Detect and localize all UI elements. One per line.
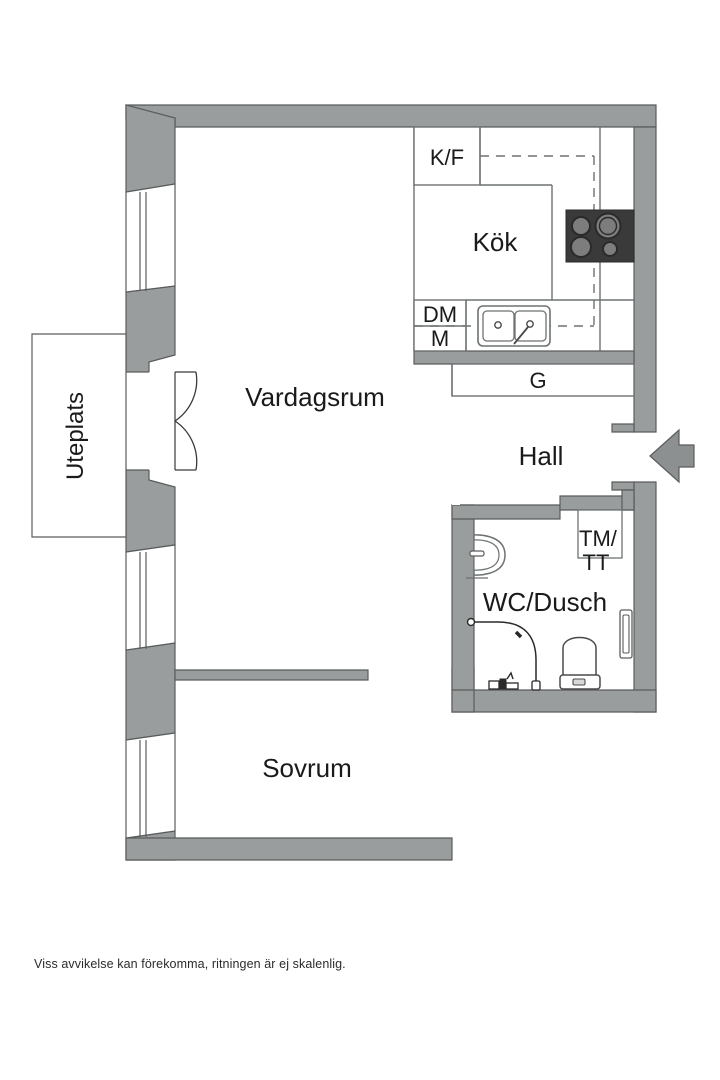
window-living-room-lower: [125, 544, 176, 651]
floor-drain-pipe: [506, 671, 514, 680]
burner-small-lower-right: [602, 241, 618, 257]
room-label-kok: Kök: [473, 227, 519, 257]
shower-rail-anchor: [466, 617, 476, 627]
washbasin-bowl-inner: [473, 539, 500, 571]
towel-rail-inner: [622, 614, 630, 654]
wall-bottom: [125, 837, 453, 861]
sink-faucet: [513, 326, 529, 345]
sink-fixture: [477, 305, 551, 347]
room-label-group: Vardagsrum Kök Hall WC/Dusch Sovrum Utep…: [62, 227, 607, 783]
burner-medium-lower-left: [570, 236, 592, 258]
fridge-freezer-box: [413, 126, 481, 186]
wall-left-mid-3: [125, 642, 176, 741]
shower-fixture: [466, 617, 541, 691]
toilet-flush-button: [572, 678, 586, 686]
floor-drain-base: [505, 682, 519, 690]
floor-mixer-body: [488, 680, 500, 690]
appliance-label-torktumlare: TT: [583, 550, 610, 575]
laundry-box: [577, 509, 623, 559]
wall-sovrum-partition: [174, 669, 369, 681]
burner-small-upper-left: [571, 216, 591, 236]
window-2-reveal: [125, 544, 176, 651]
wall-hall-left-stub: [452, 432, 460, 505]
window-living-room-upper: [125, 183, 176, 293]
towel-rail-fixture: [619, 609, 633, 659]
washbasin-fixture: [466, 534, 506, 579]
room-label-uteplats: Uteplats: [62, 392, 89, 480]
wall-kitchen-bottom: [413, 350, 635, 365]
wall-top: [125, 104, 657, 128]
window-1-reveal: [125, 183, 176, 293]
appliance-label-diskmaskin: DM: [423, 302, 457, 327]
shower-curtain-rail: [472, 621, 537, 686]
shower-rail-marker: [514, 630, 523, 639]
wall-wc-jog: [621, 489, 635, 511]
window-bedroom: [125, 732, 176, 839]
toilet-fixture: [559, 636, 601, 690]
room-label-hall: Hall: [519, 441, 564, 471]
wall-right-upper: [633, 126, 657, 433]
room-label-wc-dusch: WC/Dusch: [483, 587, 607, 617]
wall-left-upper: [125, 104, 176, 193]
appliance-label-mikro: M: [431, 326, 449, 351]
disclaimer-footnote: Viss avvikelse kan förekomma, ritningen …: [34, 957, 346, 971]
washbasin-faucet: [469, 550, 485, 557]
appliance-label-kyl-frys: K/F: [430, 145, 464, 170]
floor-fixture-group: [488, 671, 519, 690]
room-label-sovrum: Sovrum: [262, 753, 352, 783]
wall-entrance-jamb-upper: [611, 423, 635, 433]
window-3-reveal: [125, 732, 176, 839]
uteplats-outline: [31, 333, 127, 538]
wall-bathroom-bottom: [451, 689, 657, 713]
wall-wc-top-left: [451, 504, 561, 520]
wall-left-mid-1: [125, 285, 176, 373]
cabinet-line-group: [413, 126, 635, 397]
terrace-door-opening: [149, 372, 175, 470]
wall-right-lower: [633, 481, 657, 713]
appliance-label-group: K/F DM M G TM/ TT: [423, 145, 618, 575]
appliance-label-tvattmaskin: TM/: [579, 526, 618, 551]
shower-rail-end: [531, 680, 541, 691]
cooktop-fixture: [565, 209, 635, 263]
entrance-arrow: [649, 428, 695, 484]
appliance-label-garderob: G: [529, 368, 546, 393]
burner-large-upper-right-inner: [598, 216, 618, 236]
wall-left-mid-2: [125, 469, 176, 553]
wall-vertical-center: [451, 504, 475, 691]
terrace-door-swing-lower: [174, 420, 198, 471]
bathroom-inner-lines: [577, 509, 623, 559]
room-label-vardagsrum: Vardagsrum: [245, 382, 385, 412]
wall-entrance-jamb-lower: [611, 481, 635, 491]
floor-mixer-knob: [499, 678, 507, 690]
wardrobe-box: [451, 363, 635, 397]
sink-drain-right: [526, 320, 534, 328]
wall-group: [125, 104, 657, 861]
entrance-arrow-shape: [649, 428, 695, 484]
window-group: [125, 183, 176, 839]
sink-drain-left: [494, 321, 502, 329]
terrace-double-door[interactable]: [149, 371, 198, 471]
uteplats-box: [31, 333, 127, 538]
terrace-door-swing-upper: [174, 371, 198, 422]
